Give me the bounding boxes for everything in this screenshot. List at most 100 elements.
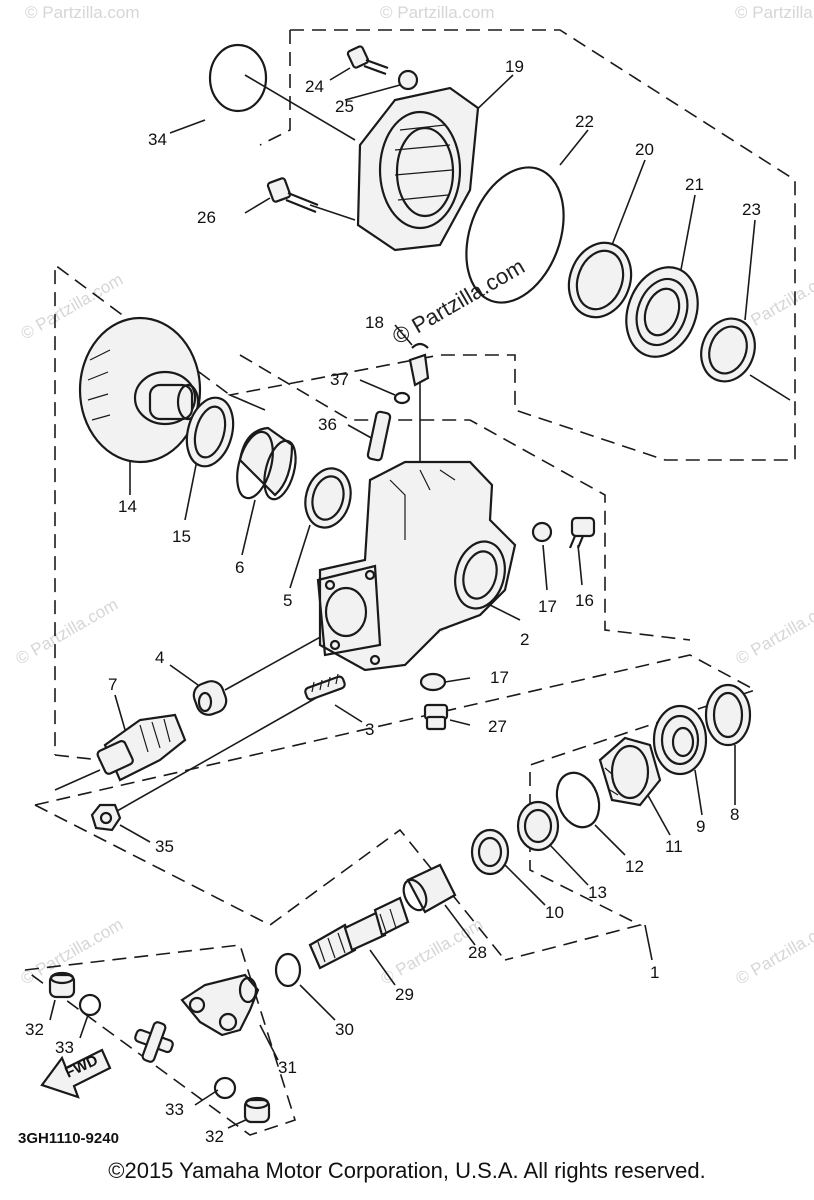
leader-2 [489, 604, 521, 621]
leader-10 [504, 864, 546, 906]
watermark: © Partzilla.com [733, 915, 814, 989]
leader-28 [444, 904, 476, 946]
callout-29: 29 [395, 985, 414, 1004]
output-shaft-29 [308, 896, 410, 970]
drain-plug-27 [423, 703, 449, 731]
leader-34-link [244, 74, 356, 141]
leader-11 [644, 789, 671, 836]
stud-3 [304, 673, 346, 701]
leader-20 [611, 159, 646, 246]
leader-4 [169, 664, 199, 686]
callout-24: 24 [305, 77, 324, 96]
leader-18 [394, 324, 413, 346]
watermark: © Partzilla.com [13, 595, 122, 669]
leader-3 [334, 704, 363, 723]
watermark: © Partzilla.com [25, 3, 140, 22]
leader-23 [744, 219, 756, 321]
washer-17-lower [419, 672, 447, 692]
callout-6: 6 [235, 558, 244, 577]
leader-17b [444, 677, 471, 683]
shim-23 [700, 317, 756, 383]
ring-gear-14 [78, 316, 202, 464]
leader-32a [49, 999, 56, 1021]
leader-24 [329, 67, 351, 81]
copyright-notice: ©2015 Yamaha Motor Corporation, U.S.A. A… [108, 1158, 706, 1183]
shim-13 [516, 800, 560, 852]
leader-29 [369, 949, 396, 986]
circlip-30 [274, 952, 302, 988]
callout-16: 16 [575, 591, 594, 610]
callout-25: 25 [335, 97, 354, 116]
left-boundary [54, 754, 101, 761]
leader-30 [299, 984, 336, 1021]
cover-19 [356, 86, 480, 252]
callout-33-top: 33 [55, 1038, 74, 1057]
callout-32-top: 32 [25, 1020, 44, 1039]
callout-8: 8 [730, 805, 739, 824]
leader-21 [679, 194, 696, 276]
pin-36 [366, 410, 392, 462]
leader-37 [359, 379, 396, 396]
callout-19: 19 [505, 57, 524, 76]
leader-33a [79, 1014, 89, 1039]
callout-18: 18 [365, 313, 384, 332]
washer-25 [397, 69, 419, 91]
washer-17 [531, 521, 553, 543]
leader-31 [259, 1024, 279, 1061]
callout-33-bottom: 33 [165, 1100, 184, 1119]
pinion-gear-7 [96, 713, 187, 782]
callout-13: 13 [588, 883, 607, 902]
leader-5 [289, 524, 311, 589]
callout-17: 17 [538, 597, 557, 616]
callout-10: 10 [545, 903, 564, 922]
leader-35-axis [109, 689, 331, 816]
leader-6 [241, 499, 256, 556]
callout-3: 3 [365, 720, 374, 739]
callout-4: 4 [155, 648, 164, 667]
bearing-cup-32-bottom [243, 1096, 271, 1124]
watermark: © Partzilla.com [733, 595, 814, 669]
leader-7-axis [54, 769, 101, 791]
callout-22: 22 [575, 112, 594, 131]
lower-boundary [34, 654, 758, 961]
upper-left-link [259, 30, 291, 146]
parts: FWD [40, 43, 756, 1124]
leader-35 [119, 824, 151, 843]
callout-17-lower: 17 [490, 668, 509, 687]
leader-9 [694, 769, 703, 816]
callout-20: 20 [635, 140, 654, 159]
callout-35: 35 [155, 837, 174, 856]
spider-joint [134, 1021, 174, 1063]
collar-4 [192, 680, 228, 716]
o-ring-34 [208, 43, 268, 113]
bolt-26 [266, 177, 319, 214]
bearing-21 [625, 266, 699, 358]
fwd-arrow-icon: FWD [40, 1048, 112, 1099]
clip-37 [393, 391, 411, 405]
bearing-9 [652, 704, 708, 776]
callout-15: 15 [172, 527, 191, 546]
callout-28: 28 [468, 943, 487, 962]
callout-36: 36 [318, 415, 337, 434]
yoke-31 [180, 973, 260, 1037]
callout-9: 9 [696, 817, 705, 836]
leader-25 [344, 84, 401, 101]
o-ring-22 [465, 166, 565, 304]
circlip-33-top [78, 993, 102, 1017]
yoke-boundary [24, 944, 296, 1136]
leader-12 [594, 824, 626, 856]
leader-34 [169, 119, 206, 134]
bearing-15 [185, 396, 235, 468]
callout-30: 30 [335, 1020, 354, 1039]
callout-32-bottom: 32 [205, 1127, 224, 1146]
housing-boundary [239, 354, 691, 641]
oil-seal-8 [704, 683, 752, 747]
callout-2: 2 [520, 630, 529, 649]
leader-26-link [309, 204, 356, 221]
callout-31: 31 [278, 1058, 297, 1077]
circlip-33-bottom [213, 1076, 237, 1100]
leader-26 [244, 197, 271, 214]
callout-7: 7 [108, 675, 117, 694]
leader-13 [549, 844, 589, 886]
bearing-housing-11 [598, 736, 662, 807]
